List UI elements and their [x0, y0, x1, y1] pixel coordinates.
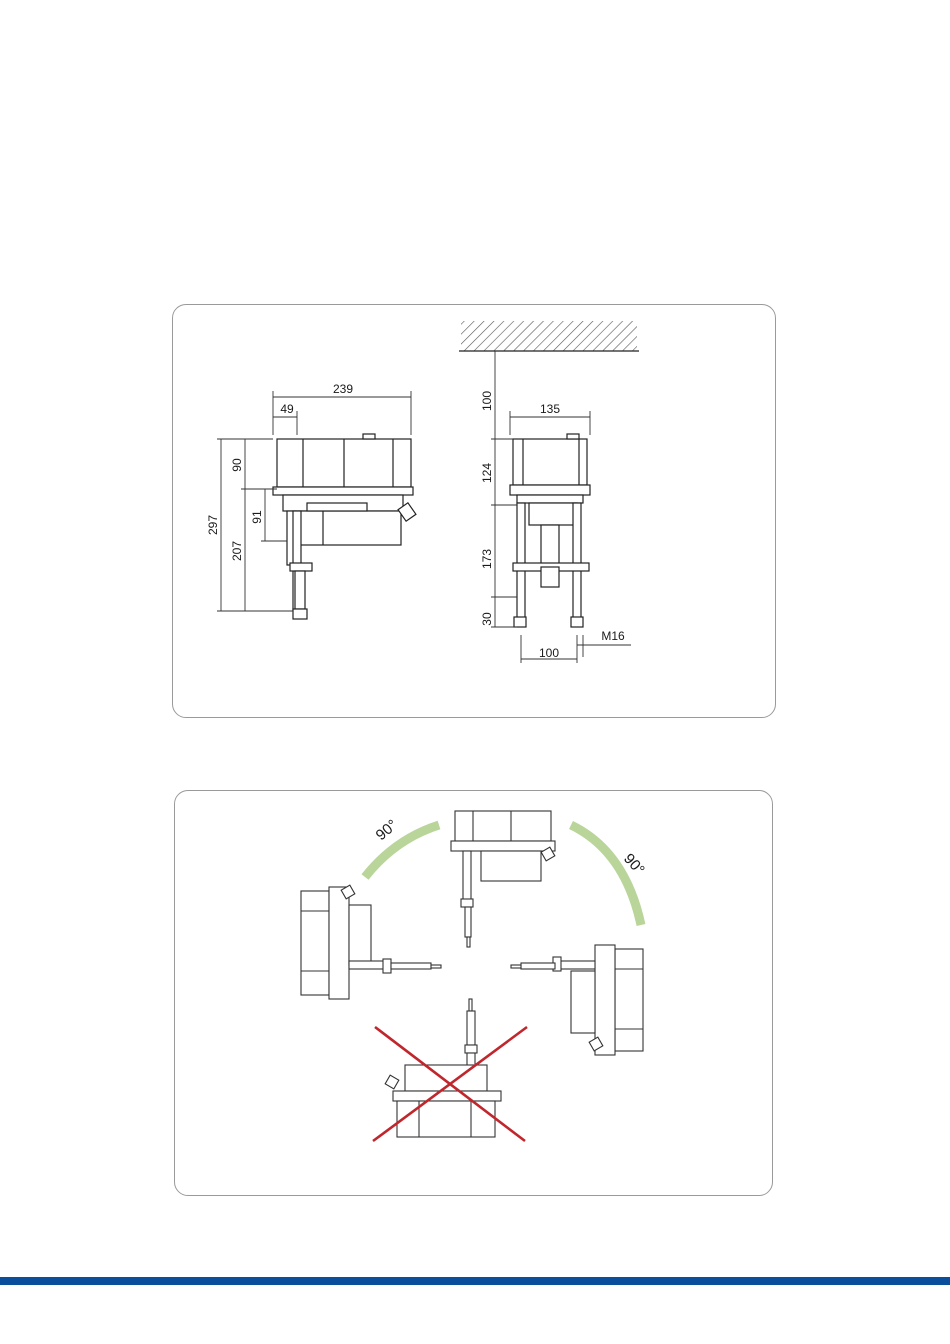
- dim-297-label: 297: [206, 515, 220, 535]
- actuator-left: [301, 885, 441, 999]
- dimension-drawing-panel: 239 49 297 90 207 91: [172, 304, 776, 718]
- dim-239-label: 239: [333, 382, 353, 396]
- actuator-right: [511, 945, 643, 1055]
- actuator-inverted: [385, 999, 501, 1137]
- dim-100-spacing-label: 100: [539, 646, 559, 660]
- footer-bar: [0, 1277, 950, 1285]
- dimension-drawing: 239 49 297 90 207 91: [173, 305, 777, 719]
- front-view: [491, 351, 631, 663]
- dim-207-label: 207: [230, 541, 244, 561]
- actuator-upright: [451, 811, 555, 947]
- angle-arc-right: [571, 825, 641, 925]
- dim-90-label: 90: [230, 458, 244, 472]
- dim-m16-label: M16: [601, 629, 625, 643]
- dim-30-label: 30: [480, 612, 494, 626]
- dim-100-clearance-label: 100: [480, 391, 494, 411]
- mounting-positions-panel: 90° 90°: [174, 790, 773, 1196]
- dim-49-label: 49: [280, 402, 294, 416]
- dim-135-label: 135: [540, 402, 560, 416]
- dim-124-label: 124: [480, 463, 494, 483]
- side-view: [217, 391, 416, 619]
- dim-91-label: 91: [250, 510, 264, 524]
- angle-left-label: 90°: [373, 816, 401, 844]
- ceiling-hatch: [461, 321, 637, 351]
- mounting-positions-diagram: 90° 90°: [175, 791, 774, 1197]
- dim-173-label: 173: [480, 549, 494, 569]
